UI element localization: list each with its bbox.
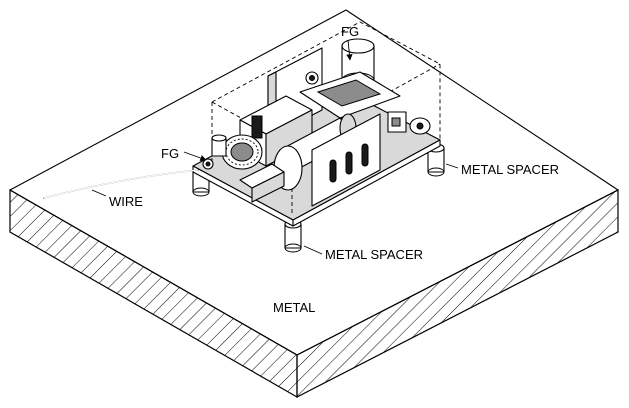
leader-lines [91, 39, 459, 255]
wire-label: WIRE [109, 194, 143, 209]
wire [43, 169, 199, 199]
metal-spacer-label-bottom: METAL SPACER [325, 247, 423, 262]
fg-label-top: FG [341, 24, 359, 39]
pcb-components [202, 38, 431, 207]
metal-spacer-label-right: METAL SPACER [461, 162, 559, 177]
fg-label-left: FG [161, 146, 179, 161]
metal-label: METAL [273, 300, 315, 315]
